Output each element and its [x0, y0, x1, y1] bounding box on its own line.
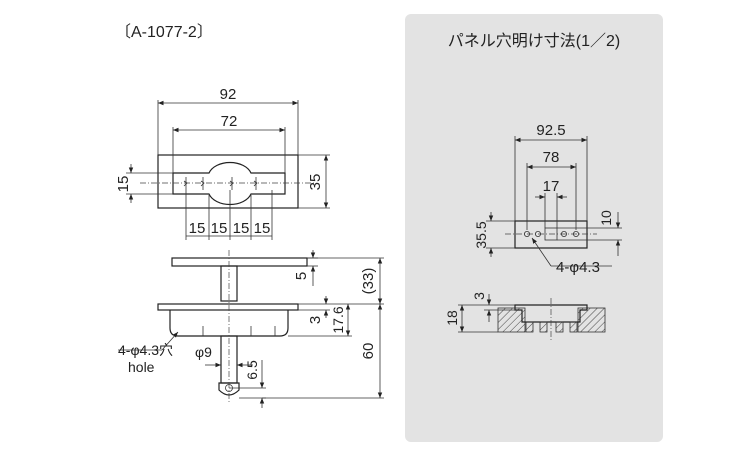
hole-label-en: hole — [128, 359, 155, 375]
panel-bg — [405, 14, 663, 442]
dim-6-5: 6.5 — [244, 360, 260, 380]
dim-spacing-4: 15 — [254, 220, 271, 237]
dim-72: 72 — [221, 113, 238, 130]
part-code: 〔A-1077-2〕 — [115, 23, 213, 41]
dim-92-5: 92.5 — [536, 122, 565, 139]
panel-section-body — [514, 304, 588, 323]
dim-15-left: 15 — [115, 176, 132, 193]
panel-section-boss-4 — [569, 321, 578, 333]
side-handle-bar — [171, 257, 308, 267]
panel-section-boss-2 — [539, 321, 548, 333]
dim-shaft-dia: φ9 — [195, 344, 212, 360]
dim-spacing-2: 15 — [211, 220, 228, 237]
dim-92: 92 — [220, 86, 237, 103]
front-handle-recess — [172, 161, 286, 206]
panel-cutout — [514, 220, 588, 249]
dim-18: 18 — [444, 310, 460, 326]
side-knob — [218, 382, 240, 396]
panel-section-left — [497, 307, 526, 333]
panel-cutout-section: パネル穴明け寸法(1／2) 92.5 78 17 35.5 — [405, 14, 663, 442]
front-outer-plate — [157, 154, 299, 209]
front-view: 92 72 15 35 15 15 15 15 — [115, 86, 330, 240]
panel-section-right — [577, 307, 606, 333]
hole-label: 4-φ4.3穴 — [118, 342, 173, 358]
side-flange — [157, 303, 299, 311]
dim-78: 78 — [543, 149, 560, 166]
panel-hole-spec: 4-φ4.3 — [556, 259, 600, 276]
panel-holes — [524, 230, 580, 237]
panel-title: パネル穴明け寸法(1／2) — [448, 32, 620, 50]
dim-17-6: 17.6 — [330, 306, 346, 333]
front-hole-marks — [183, 177, 258, 190]
dim-35-5: 35.5 — [473, 221, 489, 248]
dim-5: 5 — [293, 272, 310, 280]
dim-33: (33) — [360, 268, 377, 295]
panel-slot — [544, 227, 558, 241]
side-view: 5 (33) 3 17.6 60 6.5 φ9 4-φ4.3穴 hole — [118, 250, 384, 408]
dim-60: 60 — [360, 343, 377, 360]
dim-17: 17 — [543, 178, 560, 195]
dim-spacing-3: 15 — [233, 220, 250, 237]
dim-spacing-1: 15 — [189, 220, 206, 237]
dim-3-side: 3 — [307, 316, 324, 324]
panel-section-boss-1 — [525, 321, 534, 333]
dim-35: 35 — [307, 174, 324, 191]
dim-10: 10 — [598, 210, 614, 226]
dim-3-panel: 3 — [471, 292, 487, 300]
panel-section-boss-3 — [555, 321, 564, 333]
